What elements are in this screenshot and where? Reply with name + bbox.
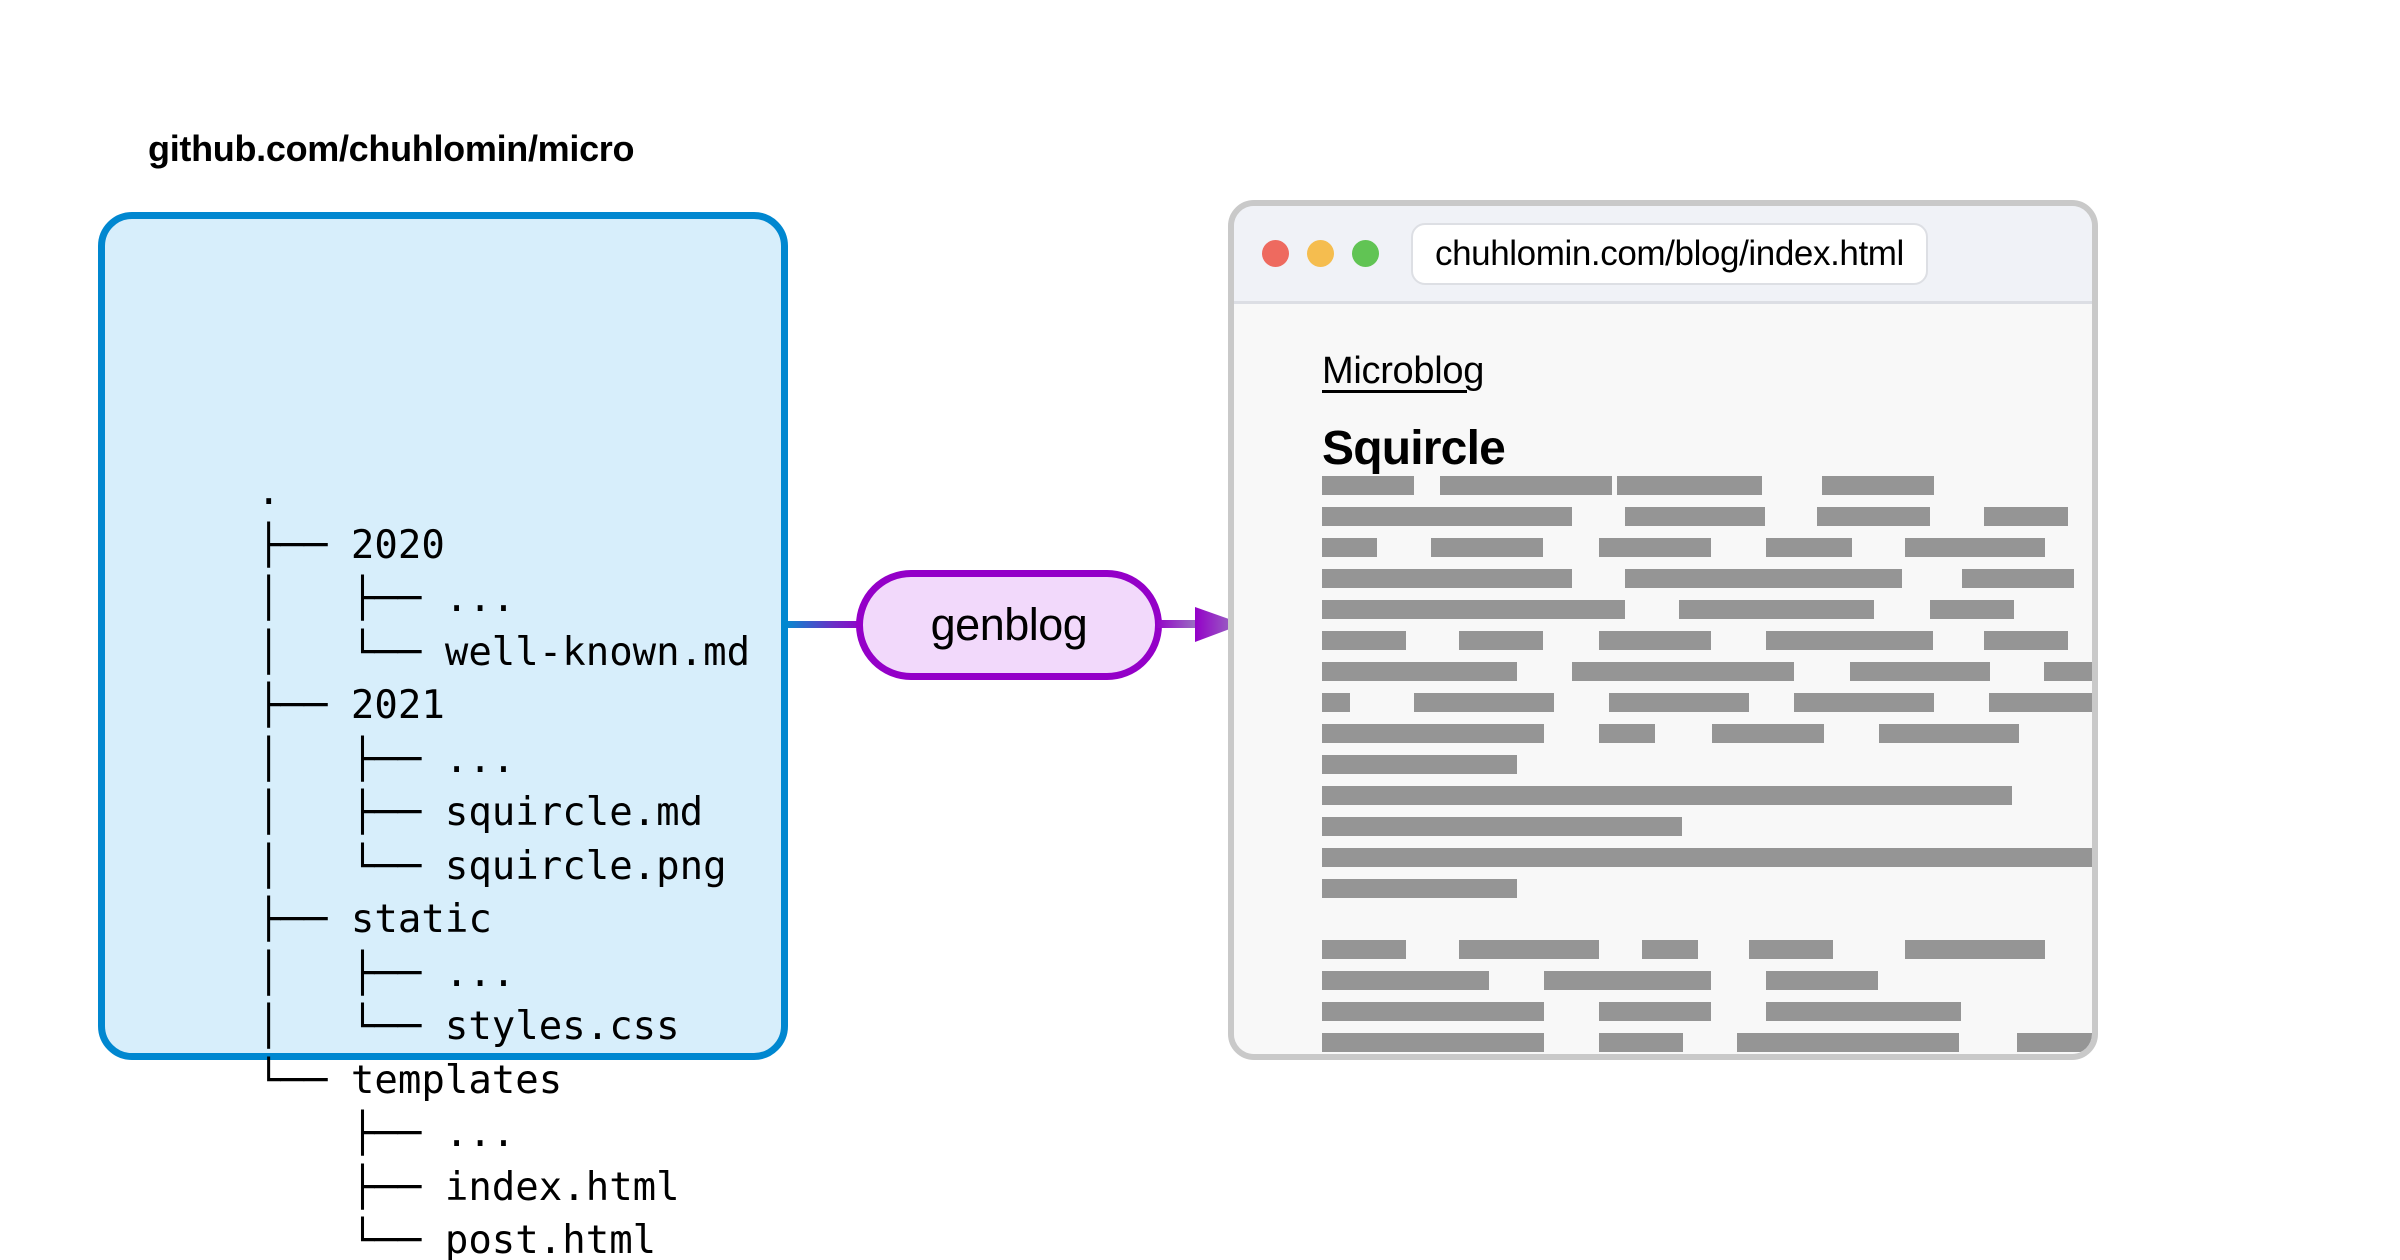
- text-placeholder-bar: [1322, 693, 1350, 712]
- text-placeholder-bar: [1599, 1002, 1711, 1021]
- minimize-button[interactable]: [1307, 240, 1334, 267]
- text-placeholder-bar: [1322, 971, 1489, 990]
- text-placeholder-bar: [1679, 600, 1874, 619]
- text-line: [1322, 693, 2092, 724]
- text-placeholder-bar: [1879, 724, 2019, 743]
- text-placeholder-bar: [1905, 940, 2045, 959]
- text-placeholder-bar: [1766, 631, 1933, 650]
- text-placeholder-bar: [1322, 569, 1572, 588]
- text-placeholder-bar: [2044, 662, 2092, 681]
- text-placeholder-bar: [1322, 724, 1544, 743]
- paragraph: [1322, 476, 2092, 910]
- file-tree: . ├── 2020 │ ├── ... │ └── well-known.md…: [257, 469, 751, 1260]
- repo-url-label: github.com/chuhlomin/micro: [148, 128, 635, 169]
- post-title: Squircle: [1322, 422, 1506, 475]
- zoom-button[interactable]: [1352, 240, 1379, 267]
- text-placeholder-bar: [1984, 507, 2068, 526]
- placeholder-paragraphs: [1322, 476, 2092, 1054]
- text-line: [1322, 786, 2092, 817]
- text-placeholder-bar: [1459, 631, 1543, 650]
- text-placeholder-bar: [1617, 476, 1762, 495]
- text-placeholder-bar: [1599, 538, 1711, 557]
- connector-line-repo-to-genblog: [788, 621, 864, 628]
- text-line: [1322, 848, 2092, 879]
- text-line: [1322, 755, 2092, 786]
- paragraph-gap: [1322, 910, 2092, 940]
- text-line: [1322, 817, 2092, 848]
- text-placeholder-bar: [1322, 879, 1517, 898]
- text-line: [1322, 662, 2092, 693]
- genblog-label: genblog: [930, 599, 1088, 650]
- text-placeholder-bar: [1322, 786, 2012, 805]
- genblog-node[interactable]: genblog: [856, 570, 1162, 680]
- repo-box: . ├── 2020 │ ├── ... │ └── well-known.md…: [98, 212, 788, 1260]
- text-placeholder-bar: [1322, 631, 1406, 650]
- text-placeholder-bar: [1440, 476, 1612, 495]
- url-text: chuhlomin.com/blog/index.html: [1435, 233, 1904, 273]
- text-line: [1322, 1033, 2092, 1054]
- text-line: [1322, 631, 2092, 662]
- text-placeholder-bar: [1989, 693, 2092, 712]
- text-placeholder-bar: [1625, 569, 1902, 588]
- text-placeholder-bar: [1712, 724, 1824, 743]
- text-placeholder-bar: [1322, 1033, 1544, 1052]
- paragraph: [1322, 940, 2092, 1054]
- text-placeholder-bar: [1930, 600, 2014, 619]
- text-placeholder-bar: [1322, 507, 1572, 526]
- text-placeholder-bar: [1544, 971, 1711, 990]
- traffic-lights: [1262, 240, 1379, 267]
- text-line: [1322, 724, 2092, 755]
- text-placeholder-bar: [1817, 507, 1930, 526]
- text-line: [1322, 569, 2092, 600]
- text-line: [1322, 476, 2092, 507]
- text-placeholder-bar: [1794, 693, 1934, 712]
- text-placeholder-bar: [1625, 507, 1765, 526]
- text-placeholder-bar: [1850, 662, 1990, 681]
- arrow-icon: [1155, 607, 1243, 642]
- text-placeholder-bar: [1414, 693, 1554, 712]
- text-line: [1322, 940, 2092, 971]
- text-placeholder-bar: [1766, 538, 1852, 557]
- text-placeholder-bar: [1749, 940, 1833, 959]
- text-placeholder-bar: [1766, 1002, 1961, 1021]
- text-placeholder-bar: [1599, 631, 1711, 650]
- text-placeholder-bar: [1737, 1033, 1959, 1052]
- page-content: Microblog Squircle: [1234, 304, 2092, 1054]
- text-placeholder-bar: [1322, 755, 1517, 774]
- text-line: [1322, 600, 2092, 631]
- text-placeholder-bar: [1572, 662, 1794, 681]
- text-placeholder-bar: [1609, 693, 1749, 712]
- text-placeholder-bar: [1459, 940, 1599, 959]
- text-placeholder-bar: [1599, 724, 1655, 743]
- text-placeholder-bar: [1322, 848, 2092, 867]
- text-placeholder-bar: [1984, 631, 2068, 650]
- browser-chrome: chuhlomin.com/blog/index.html: [1234, 206, 2092, 304]
- text-placeholder-bar: [1962, 569, 2074, 588]
- text-placeholder-bar: [1322, 600, 1625, 619]
- text-line: [1322, 971, 2092, 1002]
- text-line: [1322, 1002, 2092, 1033]
- text-placeholder-bar: [1642, 940, 1698, 959]
- text-placeholder-bar: [1905, 538, 2045, 557]
- text-placeholder-bar: [1322, 476, 1414, 495]
- close-button[interactable]: [1262, 240, 1289, 267]
- text-placeholder-bar: [1431, 538, 1543, 557]
- browser-window: chuhlomin.com/blog/index.html Microblog …: [1228, 200, 2098, 1060]
- text-line: [1322, 538, 2092, 569]
- text-line: [1322, 879, 2092, 910]
- text-placeholder-bar: [1322, 662, 1517, 681]
- text-placeholder-bar: [1322, 538, 1377, 557]
- text-placeholder-bar: [1822, 476, 1934, 495]
- text-placeholder-bar: [2017, 1033, 2092, 1052]
- text-placeholder-bar: [1599, 1033, 1683, 1052]
- text-placeholder-bar: [1322, 1002, 1544, 1021]
- site-link-microblog[interactable]: Microblog: [1322, 350, 1485, 392]
- text-placeholder-bar: [1322, 817, 1682, 836]
- text-line: [1322, 507, 2092, 538]
- text-placeholder-bar: [1766, 971, 1878, 990]
- text-placeholder-bar: [1322, 940, 1406, 959]
- url-bar[interactable]: chuhlomin.com/blog/index.html: [1411, 222, 1928, 285]
